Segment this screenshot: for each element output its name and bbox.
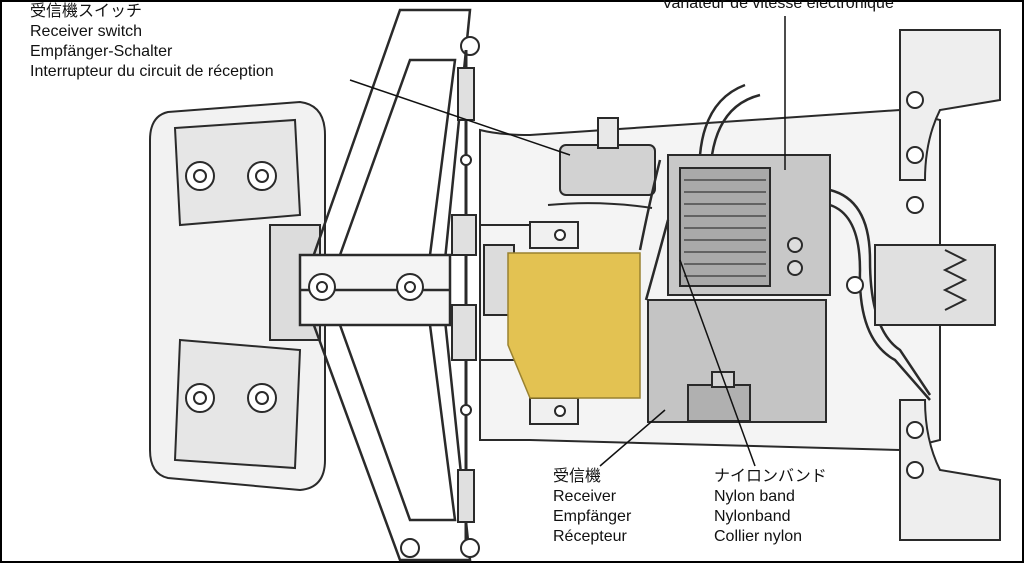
receiver-body	[647, 299, 827, 423]
receiver-switch	[547, 117, 656, 209]
nylon-band-label-ja: ナイロンバンド	[714, 468, 827, 485]
speed-controller-label: Variateur de vitesse électronique	[662, 0, 894, 14]
receiver-switch-label-de: Empfänger-Schalter	[30, 43, 173, 60]
receiver-switch-label-fr: Interrupteur du circuit de réception	[30, 63, 274, 80]
receiver-label-de: Empfänger	[553, 508, 632, 525]
leader-receiver	[599, 409, 666, 467]
receiver-label-en: Receiver	[553, 488, 617, 505]
speed-controller-label-fr: Variateur de vitesse électronique	[662, 0, 894, 12]
frame-bolts	[308, 36, 480, 558]
wiring	[638, 83, 932, 401]
nylon-band-label-fr: Collier nylon	[714, 528, 803, 545]
receiver-switch-label-ja: 受信機スイッチ	[30, 3, 143, 20]
steering-linkage	[451, 50, 477, 540]
receiver-highlight	[507, 252, 641, 399]
leader-nylon-band	[679, 259, 756, 467]
speed-controller	[667, 154, 831, 296]
leader-lines	[349, 16, 786, 467]
bumper-bolts	[185, 161, 277, 413]
receiver-switch-label: 受信機スイッチ Receiver switch Empfänger-Schalt…	[30, 2, 274, 82]
receiver-label-ja: 受信機	[553, 468, 602, 485]
leader-receiver-switch	[349, 79, 571, 156]
receiver-label: 受信機 Receiver Empfänger Récepteur	[553, 467, 631, 547]
nylon-band-label: ナイロンバンド Nylon band Nylonband Collier nyl…	[714, 467, 827, 547]
rear-suspension	[846, 29, 1001, 541]
front-suspension-frame	[298, 8, 472, 562]
receiver-switch-label-en: Receiver switch	[30, 23, 143, 40]
nylon-band-label-de: Nylonband	[714, 508, 791, 525]
nylon-band-label-en: Nylon band	[714, 488, 795, 505]
receiver-label-fr: Récepteur	[553, 528, 627, 545]
